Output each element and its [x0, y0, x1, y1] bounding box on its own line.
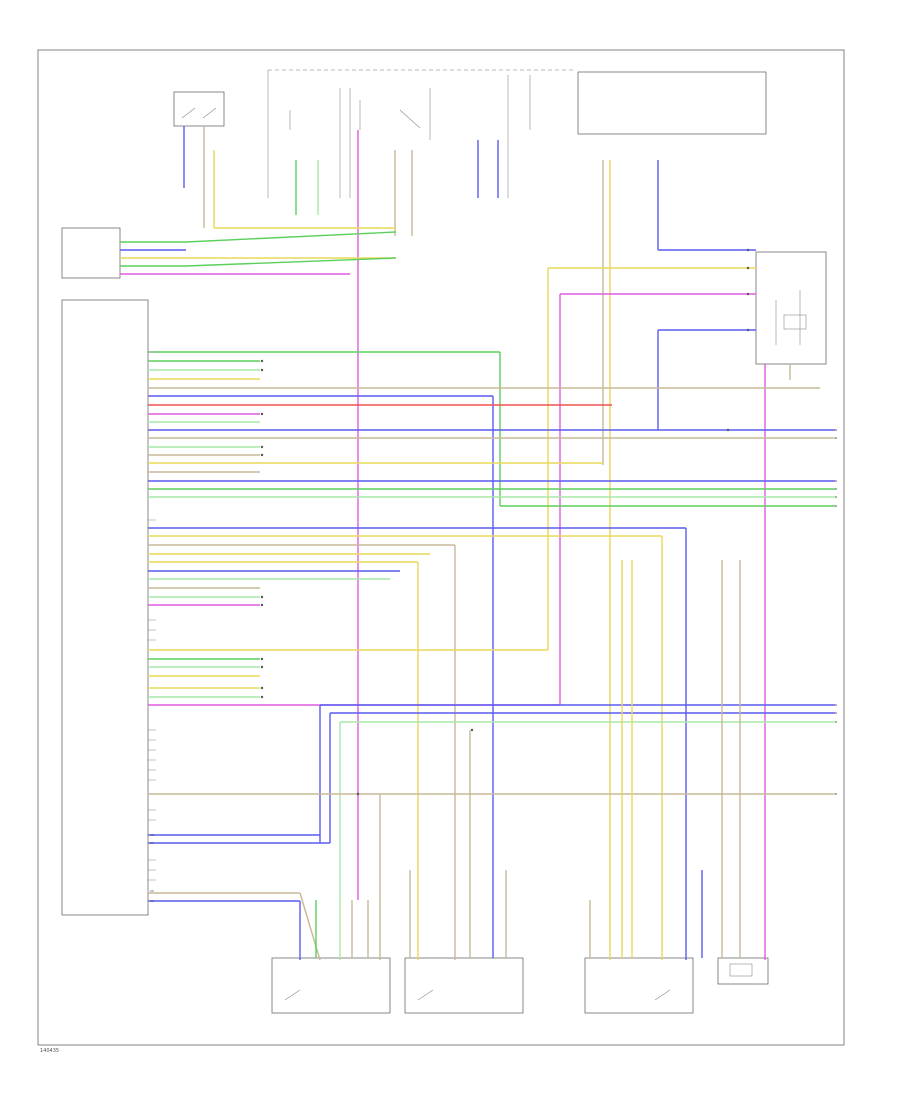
wires-upper-module [120, 227, 397, 275]
top-center-junction [267, 69, 575, 198]
wires-module-block-1 [148, 351, 835, 958]
connector-label-29: 29 [150, 841, 154, 845]
connector-label-30: 30 [150, 899, 154, 903]
wires-module-block-3 [148, 649, 835, 961]
diagram-id: 140435 [40, 1048, 59, 1054]
left-module-upper [61, 227, 121, 279]
splice-dots [260, 248, 750, 796]
bottom-component-3 [584, 957, 694, 1014]
top-right-module [577, 71, 767, 135]
wires-bottom-verticals [315, 560, 741, 958]
bottom-component-1 [271, 957, 391, 1014]
connector-label-18: 18 [150, 833, 154, 837]
diagram-frame [37, 49, 845, 1046]
top-left-component [173, 91, 225, 127]
bottom-component-2 [404, 957, 524, 1014]
bottom-component-4 [717, 957, 769, 985]
wires-right-sensor [547, 267, 791, 960]
right-edge-connector-marks [835, 429, 837, 795]
wires-module-block-2 [148, 527, 687, 960]
main-control-module [61, 299, 149, 916]
module-pin-ticks [148, 351, 160, 881]
connector-label-25: 25 [150, 889, 154, 893]
right-sensor-component [755, 251, 827, 365]
